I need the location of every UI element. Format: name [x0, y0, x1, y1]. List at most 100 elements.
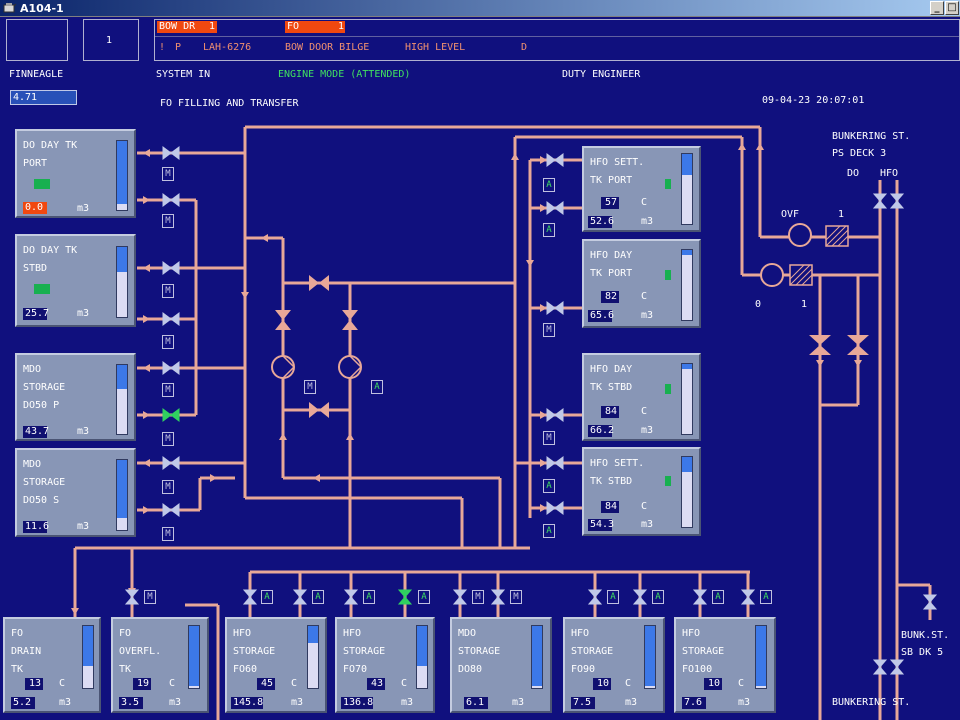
volume-readout: 5.2 [11, 697, 35, 709]
mode-box-f090-b[interactable]: A [652, 590, 664, 604]
volume-readout: 6.1 [464, 697, 488, 709]
mode-box-f070[interactable]: A [363, 590, 375, 604]
temperature-readout: 10 [593, 678, 611, 690]
alarm-tag-fo[interactable]: FO [285, 21, 345, 33]
temperature-unit: C [738, 678, 745, 689]
mode-box-hfo-day-port[interactable]: M [543, 323, 555, 337]
mode-box-f0100-b[interactable]: A [760, 590, 772, 604]
tank-label: FO DRAIN TK [11, 628, 42, 675]
volume-readout: 0.0 [23, 202, 47, 214]
mode-box-f070-b[interactable]: A [418, 590, 430, 604]
volume-unit: m3 [77, 426, 90, 437]
status-indicator [34, 179, 50, 189]
do-label: DO [847, 168, 860, 179]
status-indicator [34, 284, 50, 294]
alarm-panel[interactable]: BOW DR 1 FO 1 ! P LAH-6276 BOW DOOR BILG… [154, 19, 960, 61]
mode-box-hfo-sett-port-1[interactable]: A [543, 178, 555, 192]
tank-label: HFO SETT. TK PORT [590, 157, 645, 186]
tank-hfo-day-port[interactable]: HFO DAY TK PORT 82 C 65.6 m3 [582, 239, 701, 328]
tank-hfo-f090[interactable]: HFO STORAGE FO90 10 C 7.5 m3 [563, 617, 665, 713]
bunkering-bottom-label: BUNKERING ST. [832, 697, 911, 708]
bunkering-ps-deck-label: PS DECK 3 [832, 148, 887, 159]
mode-box-do-day-stbd-in[interactable]: M [162, 335, 174, 349]
temperature-readout: 43 [367, 678, 385, 690]
tank-label: HFO STORAGE FO90 [571, 628, 614, 675]
tank-label: HFO SETT. TK STBD [590, 458, 645, 487]
temperature-unit: C [641, 501, 648, 512]
tank-hfo-sett-port[interactable]: HFO SETT. TK PORT 57 C 52.6 m3 [582, 146, 701, 232]
tank-fo-drain[interactable]: FO DRAIN TK 13 C 5.2 m3 [3, 617, 101, 713]
tank-fo-overfl[interactable]: FO OVERFL. TK 19 C 3.5 m3 [111, 617, 209, 713]
value-field[interactable]: 4.71 [10, 90, 77, 105]
mode-box-mdo-s-in[interactable]: M [162, 527, 174, 541]
window-title: A104-1 [20, 2, 64, 15]
level-bar [531, 625, 543, 689]
mode-box-pump-1[interactable]: M [304, 380, 316, 394]
volume-unit: m3 [512, 697, 525, 708]
tank-label: HFO STORAGE FO70 [343, 628, 386, 675]
mode-box-hfo-sett-stbd-1[interactable]: A [543, 479, 555, 493]
mode-box-mdo-p-out[interactable]: M [162, 383, 174, 397]
mode-box-do-day-port-out[interactable]: M [162, 167, 174, 181]
mode-box-mdo-p-in[interactable]: M [162, 432, 174, 446]
alarm-mark: ! [159, 42, 166, 53]
alarm-tag-bow-dr[interactable]: BOW DR [157, 21, 217, 33]
mode-box-do-day-port-in[interactable]: M [162, 214, 174, 228]
tank-mdo-s[interactable]: MDO STORAGE DO50 S 11.6 m3 [15, 448, 136, 537]
temperature-readout: 10 [704, 678, 722, 690]
volume-unit: m3 [641, 519, 654, 530]
volume-readout: 52.6 [588, 216, 615, 228]
tank-hfo-f0100[interactable]: HFO STORAGE FO100 10 C 7.6 m3 [674, 617, 776, 713]
volume-unit: m3 [401, 697, 414, 708]
status-indicator [665, 179, 671, 189]
bunkering-ps-label: BUNKERING ST. [832, 131, 911, 142]
temperature-readout: 45 [257, 678, 275, 690]
alarm-id: LAH-6276 [203, 42, 252, 53]
page-number-box[interactable]: 1 [83, 19, 139, 61]
tank-hfo-sett-stbd[interactable]: HFO SETT. TK STBD 84 C 54.3 m3 [582, 447, 701, 536]
mode-box-mdo-s-out[interactable]: M [162, 480, 174, 494]
mode-box-do80-a[interactable]: M [472, 590, 484, 604]
temperature-unit: C [641, 406, 648, 417]
mode-box-fo-overfl[interactable]: M [144, 590, 156, 604]
tank-hfo-f070[interactable]: HFO STORAGE FO70 43 C 136.8 m3 [335, 617, 435, 713]
window-titlebar: A104-1 _ □ [0, 0, 960, 17]
volume-unit: m3 [77, 521, 90, 532]
datetime: 09-04-23 20:07:01 [762, 95, 865, 106]
mode-box-pump-2[interactable]: A [371, 380, 383, 394]
engine-mode: ENGINE MODE (ATTENDED) [278, 69, 411, 80]
meter-1-label: 1 [838, 209, 845, 220]
alarm-priority: P [175, 42, 182, 53]
minimize-button[interactable]: _ [930, 1, 944, 15]
mode-box-hfo-day-stbd[interactable]: M [543, 431, 555, 445]
volume-unit: m3 [291, 697, 304, 708]
volume-unit: m3 [738, 697, 751, 708]
temperature-readout: 84 [601, 501, 619, 513]
mode-box-hfo-sett-stbd-2[interactable]: A [543, 524, 555, 538]
maximize-button[interactable]: □ [945, 1, 959, 15]
tank-hfo-f060[interactable]: HFO STORAGE FO60 45 C 145.8 m3 [225, 617, 327, 713]
tank-mdo-d080[interactable]: MDO STORAGE DO80 6.1 m3 [450, 617, 552, 713]
mode-box-do-day-stbd-out[interactable]: M [162, 284, 174, 298]
tank-label: MDO STORAGE DO50 S [23, 459, 66, 506]
tank-do-day-stbd[interactable]: DO DAY TK STBD 25.7 m3 [15, 234, 136, 327]
tank-label: HFO STORAGE FO100 [682, 628, 725, 675]
mode-box-do80-b[interactable]: M [510, 590, 522, 604]
mode-box-f0100[interactable]: A [712, 590, 724, 604]
ovf-label: OVF [781, 209, 800, 220]
mode-box-f090[interactable]: A [607, 590, 619, 604]
mode-box-hfo-sett-port-2[interactable]: A [543, 223, 555, 237]
tank-label: HFO DAY TK STBD [590, 364, 633, 393]
tank-mdo-p[interactable]: MDO STORAGE DO50 P 43.7 m3 [15, 353, 136, 441]
level-bar [416, 625, 428, 689]
mode-box-f060[interactable]: A [261, 590, 273, 604]
level-bar [644, 625, 656, 689]
mode-box-f060-b[interactable]: A [312, 590, 324, 604]
status-box-left[interactable] [6, 19, 68, 61]
value-field-text: 4.71 [13, 92, 38, 103]
tank-hfo-day-stbd[interactable]: HFO DAY TK STBD 84 C 66.2 m3 [582, 353, 701, 441]
tank-do-day-port[interactable]: DO DAY TK PORT 0.0 m3 [15, 129, 136, 218]
volume-readout: 7.5 [571, 697, 595, 709]
temperature-readout: 84 [601, 406, 619, 418]
